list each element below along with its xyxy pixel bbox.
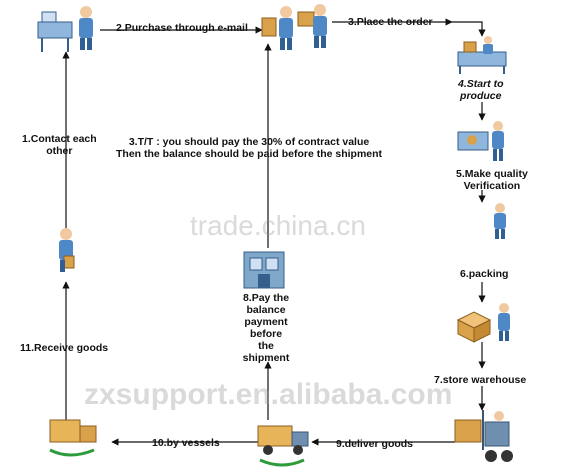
step-4-line2: produce (460, 90, 502, 102)
step-3-label: 3.Place the order (348, 16, 433, 28)
step-8-line4: before (249, 328, 283, 340)
quality-check-icon (457, 121, 504, 161)
step-8-line5: the (258, 340, 274, 352)
packing-person-icon (494, 203, 506, 239)
step-7-label: 7.store warehouse (434, 374, 527, 386)
forklift-icon (454, 410, 513, 462)
connector-3-4 (452, 21, 486, 37)
step-3-tt-label: 3.T/T : you should pay the 30% of contra… (116, 136, 382, 160)
ship-icon (49, 419, 97, 457)
step-4-label: 4.Start to produce (458, 78, 504, 102)
step-8-line6: shipment (242, 352, 290, 364)
step-8-line1: 8.Pay the (242, 292, 290, 304)
step-1-label: 1.Contact each other (22, 133, 97, 157)
step-6-label: 6.packing (460, 268, 509, 280)
bank-building-icon (243, 251, 285, 289)
production-icon (457, 36, 507, 74)
step-8-line3: payment (244, 316, 288, 328)
step-5-label: 5.Make quality Verification (456, 168, 528, 192)
step-1-line2: other (46, 145, 73, 157)
step-4-line1: 4.Start to (458, 78, 504, 90)
step-3-tt-line2: Then the balance should be paid before t… (116, 148, 383, 160)
step-8-line2: balance (246, 304, 286, 316)
step-2-label: 2.Purchase through e-mail (116, 22, 248, 34)
watermark-trade-china: trade.china.cn (190, 210, 366, 241)
connectors (62, 18, 486, 446)
step-9-label: 9.deliver goods (336, 438, 414, 450)
step-8-label: 8.Pay the balance payment before the shi… (232, 292, 300, 364)
step-10-label: 10.by vessels (152, 437, 220, 449)
order-person-icon (297, 4, 327, 48)
step-11-label: 11.Receive goods (20, 342, 109, 354)
step-3-tt-line1: 3.T/T : you should pay the 30% of contra… (128, 136, 370, 148)
step-5-line1: 5.Make quality (456, 168, 528, 180)
watermark-zxsupport: zxsupport.en.alibaba.com (84, 378, 453, 411)
step-5-line2: Verification (463, 180, 521, 192)
step-1-line1: 1.Contact each (22, 133, 97, 145)
receiver-person-icon (59, 228, 75, 272)
email-person-icon (261, 6, 293, 50)
packing-boxes-icon (456, 303, 510, 343)
truck-icon (257, 425, 309, 467)
buyer-desk-icon (37, 6, 93, 52)
